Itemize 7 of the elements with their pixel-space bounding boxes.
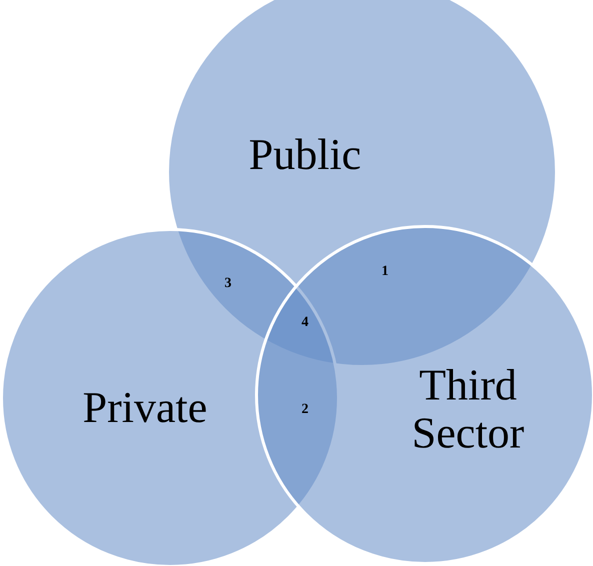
circle-label: Third Sector <box>410 362 526 458</box>
circle-label: Private <box>82 384 208 432</box>
region-number: 2 <box>302 403 308 417</box>
region-number: 1 <box>382 265 388 279</box>
circle-label: Public <box>248 130 362 180</box>
region-number: 3 <box>224 277 232 291</box>
region-number: 4 <box>302 316 308 330</box>
